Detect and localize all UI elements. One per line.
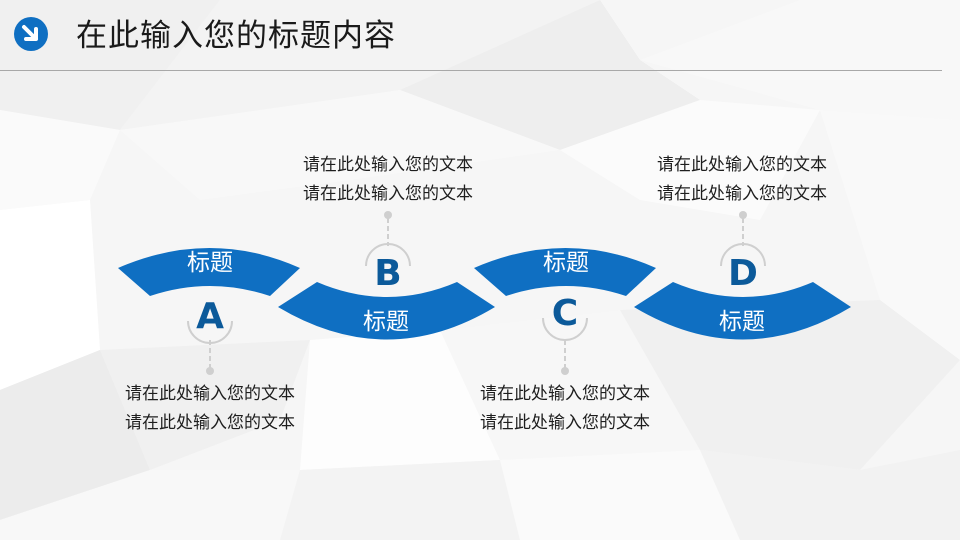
step-d-text-line-2: 请在此处输入您的文本	[657, 184, 827, 204]
connector-a	[187, 320, 233, 375]
step-a-title[interactable]: 标题	[187, 250, 233, 276]
step-a-text-line-2: 请在此处输入您的文本	[125, 413, 295, 433]
connector-c	[542, 317, 588, 375]
step-d-text[interactable]: 请在此处输入您的文本 请在此处输入您的文本	[642, 151, 842, 209]
step-d-letter: D	[728, 253, 758, 294]
header-divider	[0, 70, 942, 71]
step-b-text[interactable]: 请在此处输入您的文本 请在此处输入您的文本	[288, 151, 488, 209]
step-c-letter: C	[551, 293, 579, 334]
step-a-text[interactable]: 请在此处输入您的文本 请在此处输入您的文本	[110, 380, 310, 438]
step-c-title[interactable]: 标题	[543, 250, 589, 276]
step-b-letter: B	[374, 253, 402, 294]
step-c-text-line-2: 请在此处输入您的文本	[480, 413, 650, 433]
arc-c	[474, 248, 656, 296]
step-b-text-line-1: 请在此处输入您的文本	[303, 155, 473, 175]
step-c-text-line-1: 请在此处输入您的文本	[480, 384, 650, 404]
connector-b	[365, 211, 411, 267]
step-c-text[interactable]: 请在此处输入您的文本 请在此处输入您的文本	[465, 380, 665, 438]
arc-b	[278, 282, 495, 340]
step-a-text-line-1: 请在此处输入您的文本	[125, 384, 295, 404]
arrow-down-right-circle-icon	[14, 17, 48, 51]
step-d-text-line-1: 请在此处输入您的文本	[657, 155, 827, 175]
connector-d	[720, 211, 766, 267]
step-d-title[interactable]: 标题	[719, 309, 765, 335]
step-a-letter: A	[196, 296, 224, 337]
step-b-title[interactable]: 标题	[363, 309, 409, 335]
page-title[interactable]: 在此输入您的标题内容	[76, 18, 396, 54]
step-b-text-line-2: 请在此处输入您的文本	[303, 184, 473, 204]
arc-d	[634, 282, 851, 340]
arc-a	[118, 248, 300, 296]
